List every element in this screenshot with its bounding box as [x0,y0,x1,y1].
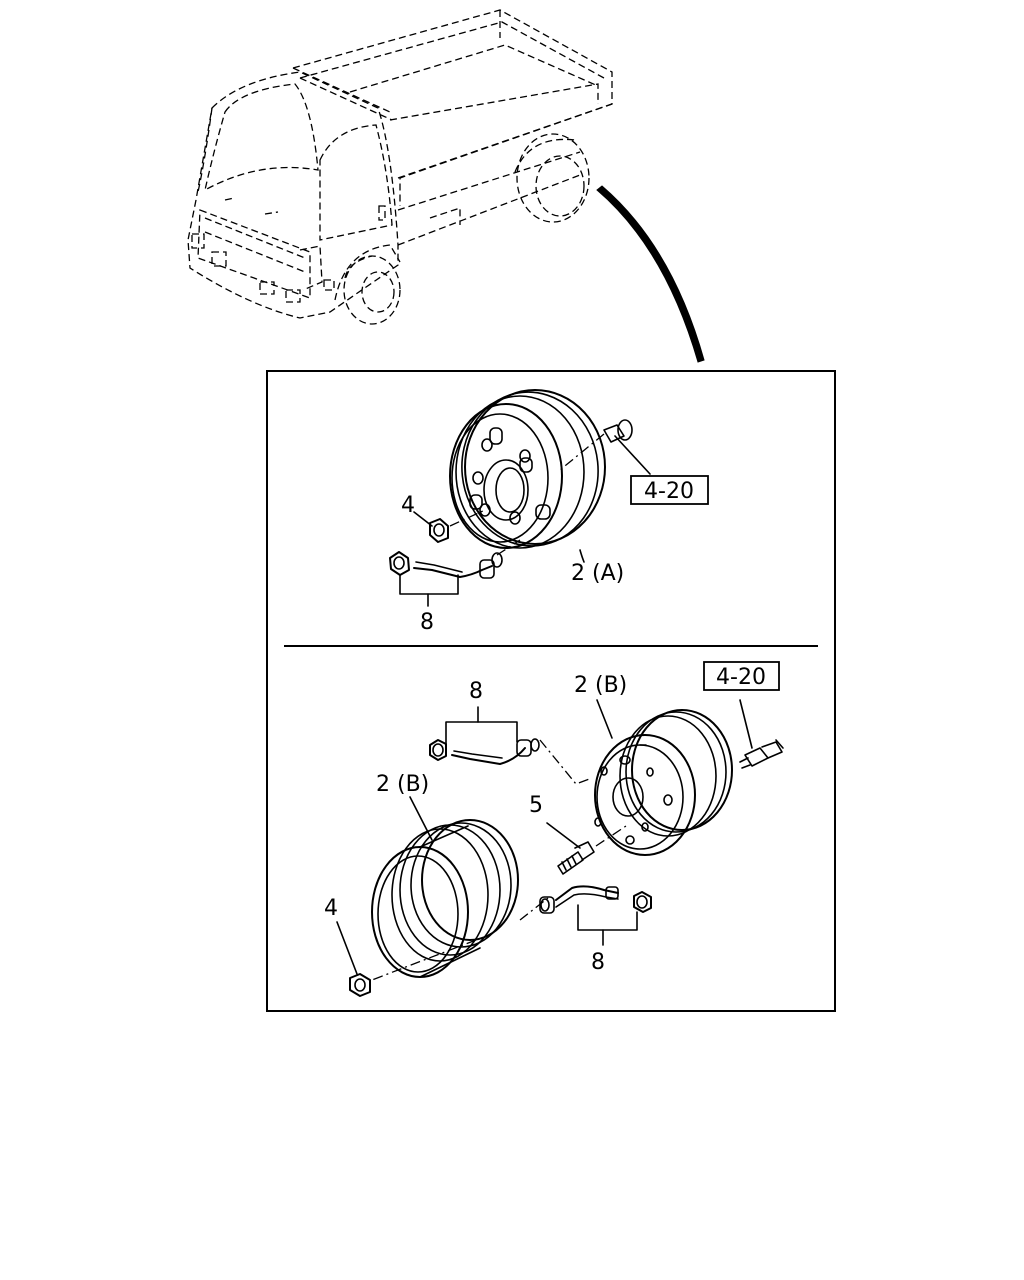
label-wheel-2a: 2 (A) [571,561,624,586]
valve-upper [559,419,633,471]
nut-lower [336,921,371,997]
label-valve-ext-lower-bottom: 8 [591,950,605,975]
detail-leader-arrow [596,185,705,363]
label-wheel-2b-outer: 2 (B) [376,772,429,797]
truck-illustration [187,9,705,363]
svg-text:4-20: 4-20 [716,665,766,690]
stud-5 [546,822,627,875]
truck-front-wheel [343,255,401,325]
wheel-2a [449,389,606,549]
ref-box-upper: 4-20 [630,475,709,505]
truck-rear-wheel [514,133,590,223]
valve-extension-upper [389,539,521,607]
truck-cab [187,71,401,319]
cargo-bed [292,9,613,246]
wheel-2b-inner [594,709,733,856]
valve-lower-inner [739,699,784,769]
wheel-2b-outer [371,819,549,981]
upper-wheel-assembly: 4 8 2 (A) 4-20 [389,389,709,635]
label-stud: 5 [529,793,543,818]
lower-wheel-assembly: 8 2 (B) 4-20 2 (B) 5 4 8 [324,661,784,997]
label-wheel-2b-inner: 2 (B) [574,673,627,698]
ref-box-lower: 4-20 [703,661,780,691]
label-valve-ext-upper: 8 [420,610,434,635]
label-valve-ext-lower-top: 8 [469,679,483,704]
nut-upper [429,509,486,543]
valve-extension-lower-bottom [539,885,652,946]
svg-text:4-20: 4-20 [644,479,694,504]
label-nut-lower: 4 [324,896,338,921]
label-nut-upper: 4 [401,493,415,518]
valve-extension-lower-top [429,706,593,785]
detail-frame [266,370,836,1012]
